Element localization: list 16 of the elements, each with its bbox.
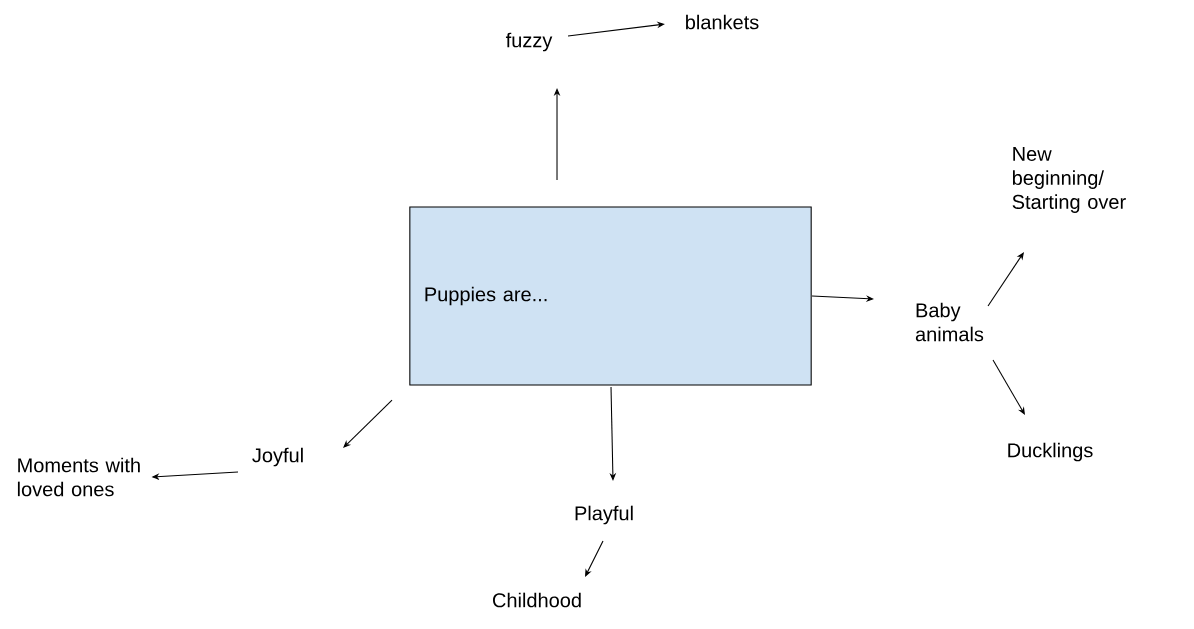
- central-box: Puppies are...: [409, 206, 812, 386]
- word-label: fuzzy: [505, 32, 553, 52]
- word-label: Baby animals: [915, 302, 984, 342]
- word-label: blankets: [686, 14, 759, 30]
- word-label: Childhood: [493, 592, 581, 608]
- word-label: Playful: [575, 505, 633, 525]
- arrow: [343, 399, 393, 448]
- arrow: [992, 359, 1025, 415]
- word-label: Ducklings: [1008, 442, 1093, 462]
- word-label: Moments with loved ones: [17, 457, 140, 497]
- arrow: [585, 540, 604, 577]
- word-label: New beginning/ Starting over: [1012, 147, 1126, 213]
- arrow: [567, 21, 665, 37]
- arrow: [987, 252, 1024, 307]
- word-label: Joyful: [252, 447, 303, 467]
- arrow: [811, 295, 874, 302]
